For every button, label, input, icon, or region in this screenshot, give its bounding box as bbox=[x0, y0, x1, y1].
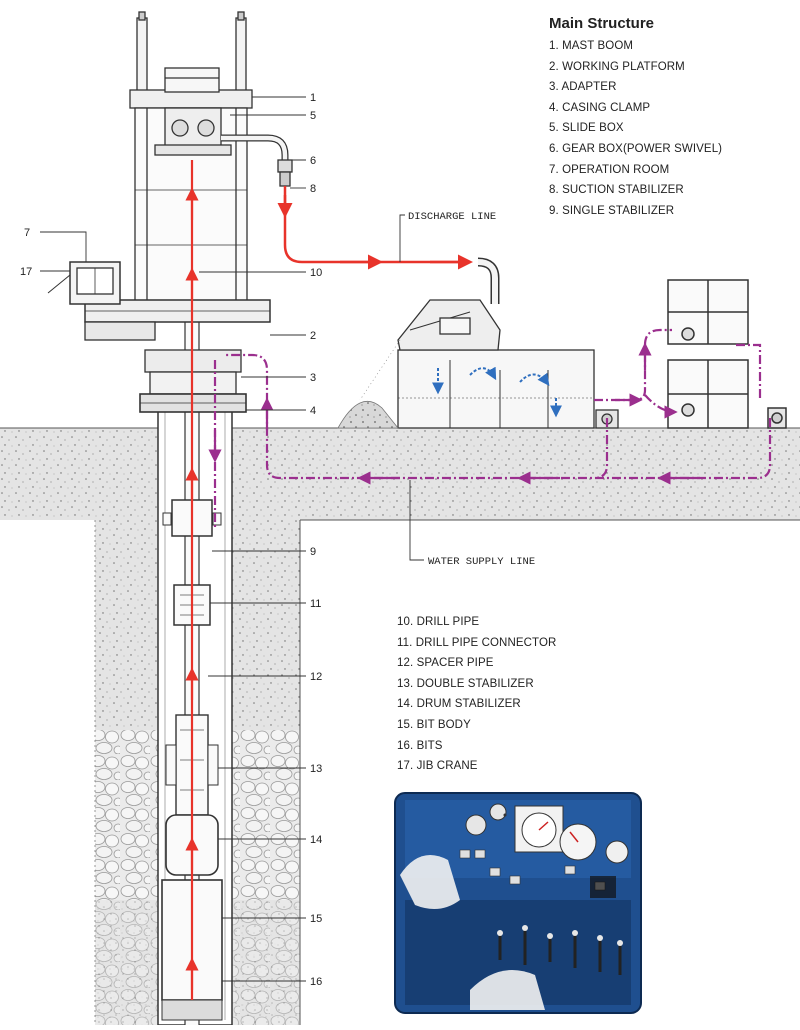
lower-parts-list: 10. DRILL PIPE 11. DRILL PIPE CONNECTOR … bbox=[397, 612, 637, 777]
legend-item: 8. SUCTION STABILIZER bbox=[549, 184, 684, 197]
main-structure-legend: Main Structure 1. MAST BOOM 2. WORKING P… bbox=[549, 15, 789, 221]
legend-item: 10. DRILL PIPE bbox=[397, 616, 480, 628]
callout-7: 7 bbox=[24, 227, 30, 239]
callout-numbers: 1 5 6 8 10 2 3 4 9 11 12 13 14 15 16 7 1… bbox=[20, 92, 322, 988]
legend-item: 3. ADAPTER bbox=[549, 81, 617, 94]
main-structure-list: 1. MAST BOOM 2. WORKING PLATFORM 3. ADAP… bbox=[549, 36, 789, 221]
callout-1: 1 bbox=[310, 92, 316, 104]
legend-item: 2. WORKING PLATFORM bbox=[549, 60, 685, 73]
callout-9: 9 bbox=[310, 546, 316, 558]
legend-item: 9. SINGLE STABILIZER bbox=[549, 204, 675, 217]
legend-item: 5. SLIDE BOX bbox=[549, 122, 624, 135]
callout-14: 14 bbox=[310, 834, 322, 846]
callout-15: 15 bbox=[310, 913, 322, 925]
callout-4: 4 bbox=[310, 405, 316, 417]
callout-16: 16 bbox=[310, 976, 322, 988]
callout-8: 8 bbox=[310, 183, 316, 195]
legend-item: 15. BIT BODY bbox=[397, 718, 471, 731]
tank-flow bbox=[432, 366, 562, 418]
legend-item: 17. JIB CRANE bbox=[397, 760, 478, 773]
callout-10: 10 bbox=[310, 267, 322, 279]
legend-item: 14. DRUM STABILIZER bbox=[397, 698, 521, 711]
main-structure-title: Main Structure bbox=[549, 15, 655, 32]
callout-12: 12 bbox=[310, 671, 322, 683]
discharge-line-label: DISCHARGE LINE bbox=[408, 211, 496, 223]
callout-11: 11 bbox=[310, 598, 321, 610]
water-supply-line-label: WATER SUPPLY LINE bbox=[428, 556, 535, 568]
callout-3: 3 bbox=[310, 372, 316, 384]
callout-6: 6 bbox=[310, 155, 316, 167]
callout-2: 2 bbox=[310, 330, 316, 342]
separation-plant bbox=[337, 257, 619, 429]
legend-item: 12. SPACER PIPE bbox=[397, 657, 494, 670]
legend-item: 7. OPERATION ROOM bbox=[549, 163, 670, 176]
callout-5: 5 bbox=[310, 110, 316, 122]
callout-13: 13 bbox=[310, 763, 322, 775]
control-panel-photo bbox=[394, 792, 642, 1014]
water-tanks bbox=[667, 279, 787, 429]
legend-item: 1. MAST BOOM bbox=[549, 40, 634, 52]
discharge-flow bbox=[185, 160, 473, 1000]
callout-17: 17 bbox=[20, 266, 32, 278]
legend-item: 4. CASING CLAMP bbox=[549, 101, 651, 114]
rig-structure bbox=[47, 11, 293, 413]
callout-leaders bbox=[40, 96, 424, 982]
legend-item: 6. GEAR BOX(POWER SWIVEL) bbox=[549, 142, 723, 155]
lower-parts-legend: 10. DRILL PIPE 11. DRILL PIPE CONNECTOR … bbox=[397, 612, 637, 777]
legend-item: 11. DRILL PIPE CONNECTOR bbox=[397, 636, 557, 649]
water-supply-flow bbox=[208, 328, 772, 530]
line-labels: DISCHARGE LINE WATER SUPPLY LINE bbox=[408, 211, 535, 568]
legend-item: 16. BITS bbox=[397, 739, 443, 752]
legend-item: 13. DOUBLE STABILIZER bbox=[397, 677, 534, 690]
